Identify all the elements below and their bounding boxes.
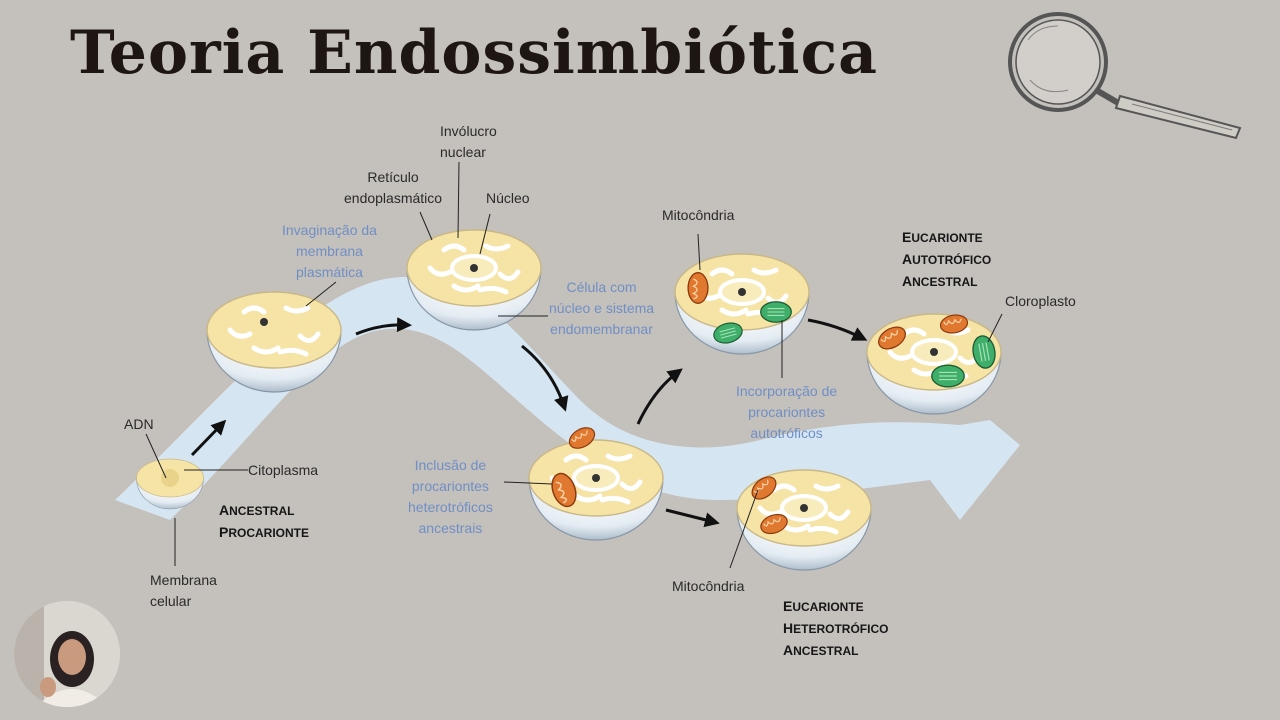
- slide-title: Teoria Endossimbiótica: [70, 18, 878, 88]
- label-inclusao: Inclusão de procariontes heterotróficos …: [408, 457, 493, 536]
- cell-incorporation: [674, 253, 810, 355]
- cell-autotrophic-eukaryote: [866, 312, 1002, 415]
- pointer-lines: [145, 161, 1003, 569]
- presenter-webcam: [14, 601, 120, 707]
- label-mitocondria-bottom: Mitocôndria: [672, 578, 745, 594]
- label-invaginacao: Invaginação da membrana plasmática: [282, 222, 377, 280]
- label-nucleo: Núcleo: [486, 190, 530, 206]
- cell-heterotrophic-eukaryote: [736, 469, 872, 571]
- magnifying-glass-icon: [1008, 12, 1242, 140]
- label-citoplasma: Citoplasma: [248, 462, 319, 478]
- cell-inclusion: [528, 439, 664, 541]
- label-adn: ADN: [124, 416, 154, 432]
- presenter-avatar: [14, 601, 120, 707]
- label-celula-nucleo: Célula com núcleo e sistema endomembrana…: [549, 279, 655, 337]
- label-eucarionte-autotrofico: EUCARIONTE AUTOTRÓFICO ANCESTRAL: [902, 229, 992, 289]
- cell-prokaryote: [136, 458, 204, 510]
- label-mitocondria-top: Mitocôndria: [662, 207, 735, 223]
- label-cloroplasto: Cloroplasto: [1005, 293, 1076, 309]
- label-ancestral-procarionte: ANCESTRAL PROCARIONTE: [219, 502, 310, 540]
- process-arrows: [190, 317, 868, 528]
- label-membrana-celular: Membrana celular: [150, 572, 217, 609]
- label-incorporacao: Incorporação de procariontes autotrófico…: [736, 383, 838, 441]
- cell-invagination: [206, 291, 342, 393]
- label-eucarionte-heterotrofico: EUCARIONTE HETEROTRÓFICO ANCESTRAL: [783, 598, 889, 658]
- label-involucro: Invólucro nuclear: [440, 123, 497, 160]
- label-reticulo: Retículo endoplasmático: [344, 169, 443, 206]
